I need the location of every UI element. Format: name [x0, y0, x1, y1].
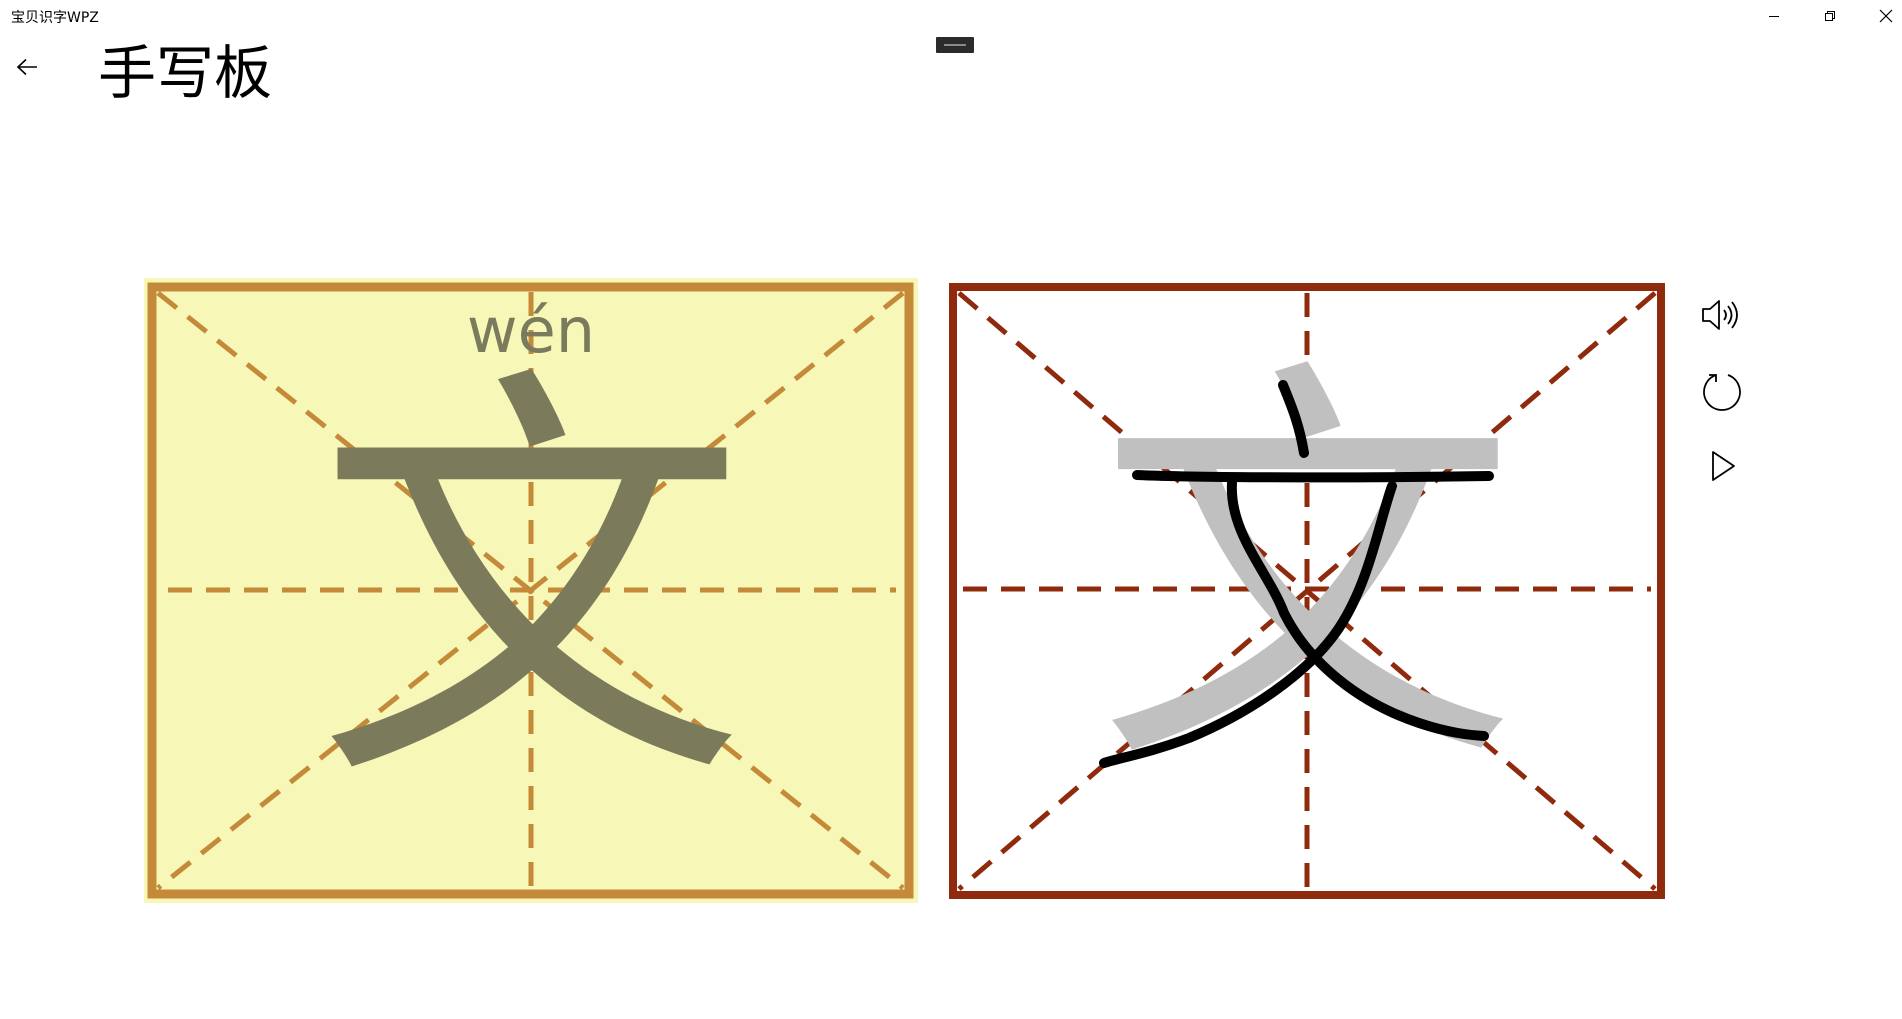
close-icon [1879, 9, 1893, 23]
back-button[interactable] [10, 50, 44, 84]
drag-handle[interactable] [936, 37, 974, 53]
writing-board[interactable]: 文 [949, 283, 1665, 899]
page-title: 手写板 [98, 39, 273, 107]
restore-button[interactable] [1802, 0, 1858, 32]
speaker-button[interactable] [1696, 290, 1746, 340]
model-character: 文 [316, 335, 746, 835]
play-icon [1712, 451, 1735, 481]
title-bar: 宝贝识字WPZ [0, 0, 1902, 32]
restore-icon [1825, 11, 1835, 21]
ink-strokes [1099, 380, 1494, 768]
back-arrow-icon [16, 58, 37, 76]
pinyin-label: wén [466, 294, 596, 367]
play-button[interactable] [1698, 441, 1748, 491]
model-board: wén 文 [144, 278, 918, 903]
writing-grid [949, 283, 1665, 899]
model-grid [147, 282, 914, 899]
refresh-icon [1703, 374, 1741, 411]
speaker-icon [1702, 300, 1738, 330]
minimize-icon [1769, 16, 1779, 17]
close-button[interactable] [1858, 0, 1902, 32]
minimize-button[interactable] [1746, 0, 1802, 32]
app-title: 宝贝识字WPZ [11, 10, 99, 26]
reset-button[interactable] [1697, 366, 1747, 416]
ghost-character: 文 [1097, 328, 1517, 817]
